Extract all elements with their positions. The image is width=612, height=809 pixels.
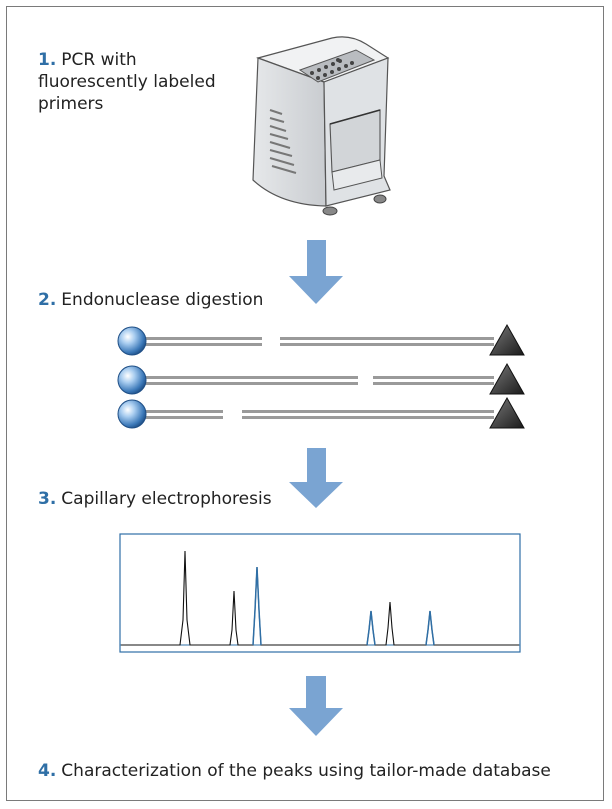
fluorescent-sphere-icon <box>117 399 147 429</box>
peak-blue <box>252 566 262 646</box>
step-4-number: 4. <box>38 761 57 781</box>
dna-fragment <box>117 396 525 429</box>
dark-triangle-icon <box>489 323 525 356</box>
dna-fragment <box>117 323 525 356</box>
thermocycler-icon <box>252 36 391 216</box>
step-1-number: 1. <box>38 50 57 70</box>
step-3-number: 3. <box>38 489 57 509</box>
step-3-text: Capillary electrophoresis <box>61 489 272 509</box>
fluorescent-sphere-icon <box>117 365 147 395</box>
electropherogram <box>119 533 521 653</box>
arrow-down-icon <box>289 448 343 508</box>
dark-triangle-icon <box>489 362 525 395</box>
baseline-trace <box>121 550 519 646</box>
step-1-text: PCR with fluorescently labeled primers <box>38 50 216 114</box>
step-2-text: Endonuclease digestion <box>61 290 264 310</box>
fluorescent-sphere-icon <box>117 326 147 356</box>
arrow-down-icon <box>289 676 343 736</box>
step-4-label: 4.Characterization of the peaks using ta… <box>38 760 551 782</box>
dark-triangle-icon <box>489 396 525 429</box>
step-4-text: Characterization of the peaks using tail… <box>61 761 551 781</box>
step-1-label: 1.PCR with fluorescently labeled primers <box>38 49 223 115</box>
step-2-number: 2. <box>38 290 57 310</box>
dna-fragment <box>117 362 525 395</box>
step-3-label: 3.Capillary electrophoresis <box>38 488 272 510</box>
peak-blue <box>366 610 376 646</box>
arrow-down-icon <box>289 240 343 304</box>
step-2-label: 2.Endonuclease digestion <box>38 289 263 311</box>
peak-blue <box>425 610 435 646</box>
